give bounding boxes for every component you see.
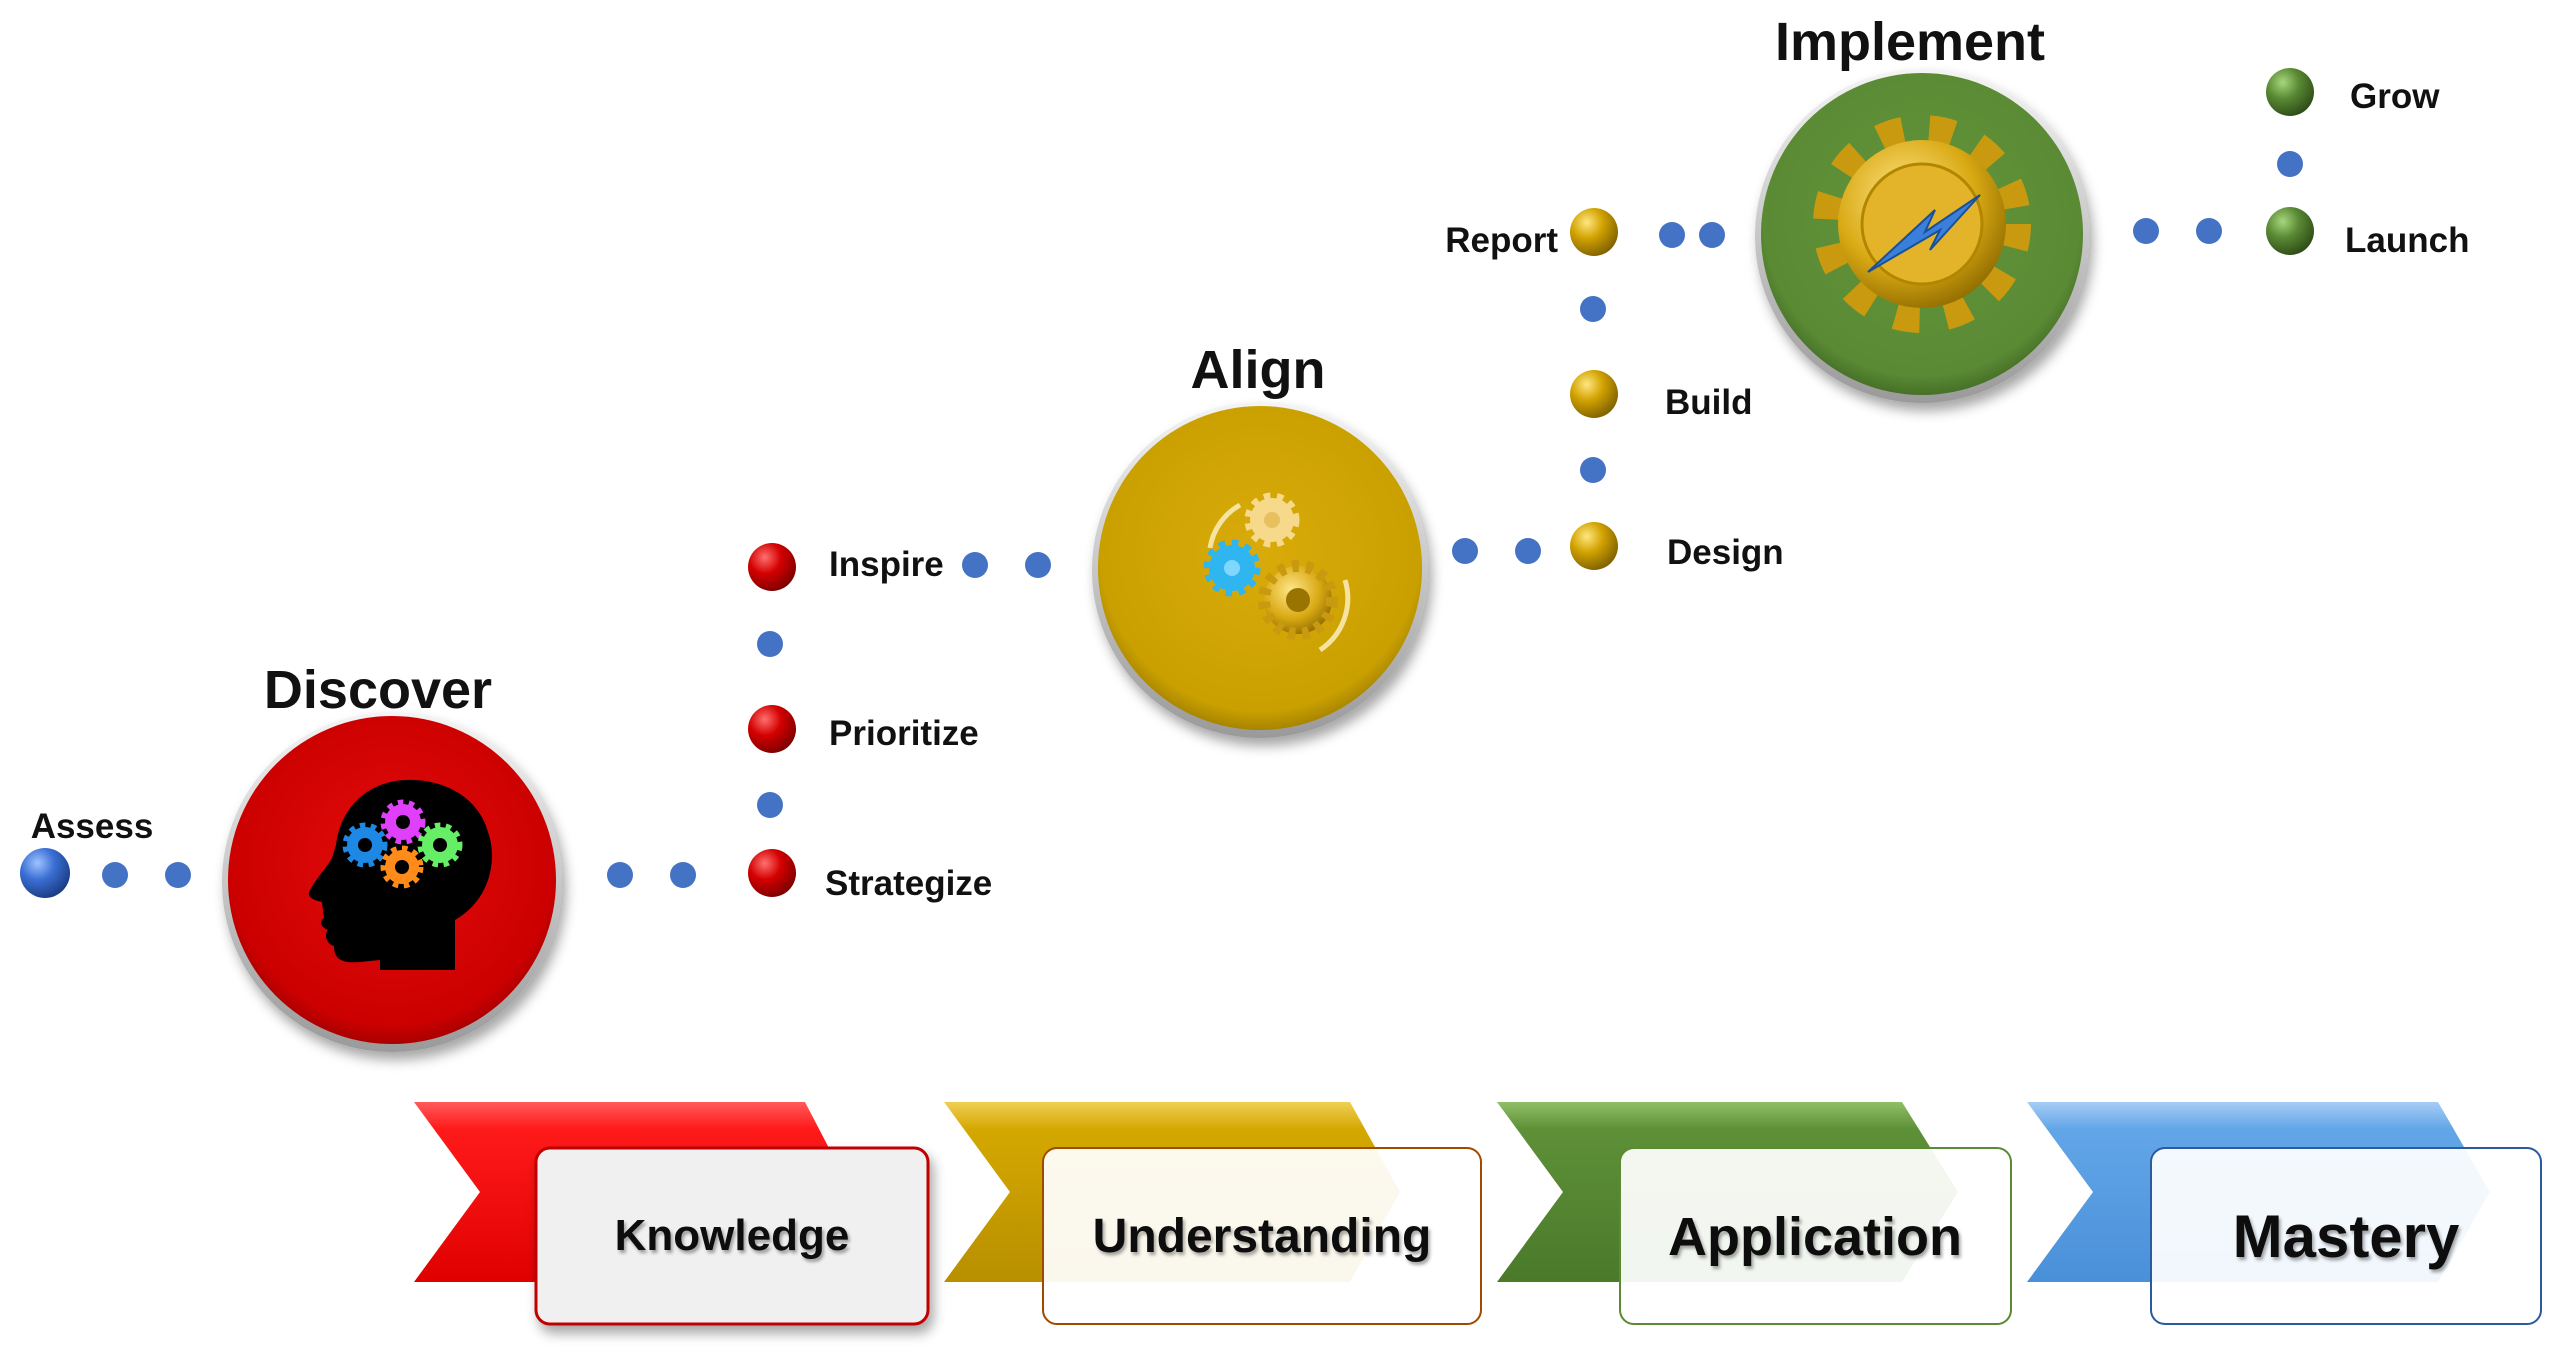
build-label: Build	[1665, 383, 1752, 422]
mastery-level[interactable]: Mastery	[2027, 1102, 2542, 1325]
assess-node[interactable]	[20, 848, 70, 898]
knowledge-level[interactable]: Knowledge	[414, 1102, 930, 1326]
step-labels: Assess Inspire Prioritize Strategize Rep…	[31, 77, 2470, 903]
implement-stage[interactable]: Implement	[1755, 12, 2089, 403]
inspire-node[interactable]	[748, 543, 796, 591]
align-title: Align	[1191, 340, 1326, 400]
launch-label: Launch	[2345, 221, 2469, 260]
understanding-level[interactable]: Understanding	[944, 1102, 1482, 1325]
implement-title: Implement	[1775, 12, 2045, 72]
understanding-label: Understanding	[1093, 1210, 1432, 1263]
prioritize-label: Prioritize	[829, 714, 979, 753]
inspire-label: Inspire	[829, 545, 944, 584]
connector-dots	[102, 151, 2303, 888]
application-level[interactable]: Application	[1497, 1102, 2012, 1325]
design-label: Design	[1667, 533, 1784, 572]
report-node[interactable]	[1570, 208, 1618, 256]
knowledge-box	[534, 1146, 930, 1326]
discover-stage[interactable]: Discover	[222, 660, 562, 1052]
report-label: Report	[1445, 221, 1558, 260]
align-stage[interactable]: Align	[1092, 340, 1428, 738]
prioritize-node[interactable]	[748, 705, 796, 753]
strategize-node[interactable]	[748, 849, 796, 897]
application-label: Application	[1668, 1207, 1962, 1267]
build-node[interactable]	[1570, 370, 1618, 418]
strategize-label: Strategize	[825, 864, 992, 903]
gear-lightning-icon	[1813, 115, 2031, 333]
launch-node[interactable]	[2266, 207, 2314, 255]
understanding-box	[1042, 1147, 1482, 1325]
assess-label: Assess	[31, 807, 154, 846]
grow-node[interactable]	[2266, 68, 2314, 116]
gears-cycle-icon	[1203, 492, 1351, 653]
discover-title: Discover	[264, 660, 492, 720]
step-nodes	[20, 68, 2314, 898]
knowledge-label: Knowledge	[615, 1211, 850, 1260]
head-gears-icon	[308, 779, 492, 970]
application-box	[1619, 1147, 2012, 1325]
grow-label: Grow	[2350, 77, 2440, 116]
mastery-label: Mastery	[2233, 1203, 2460, 1270]
design-node[interactable]	[1570, 522, 1618, 570]
mastery-box	[2150, 1147, 2542, 1325]
